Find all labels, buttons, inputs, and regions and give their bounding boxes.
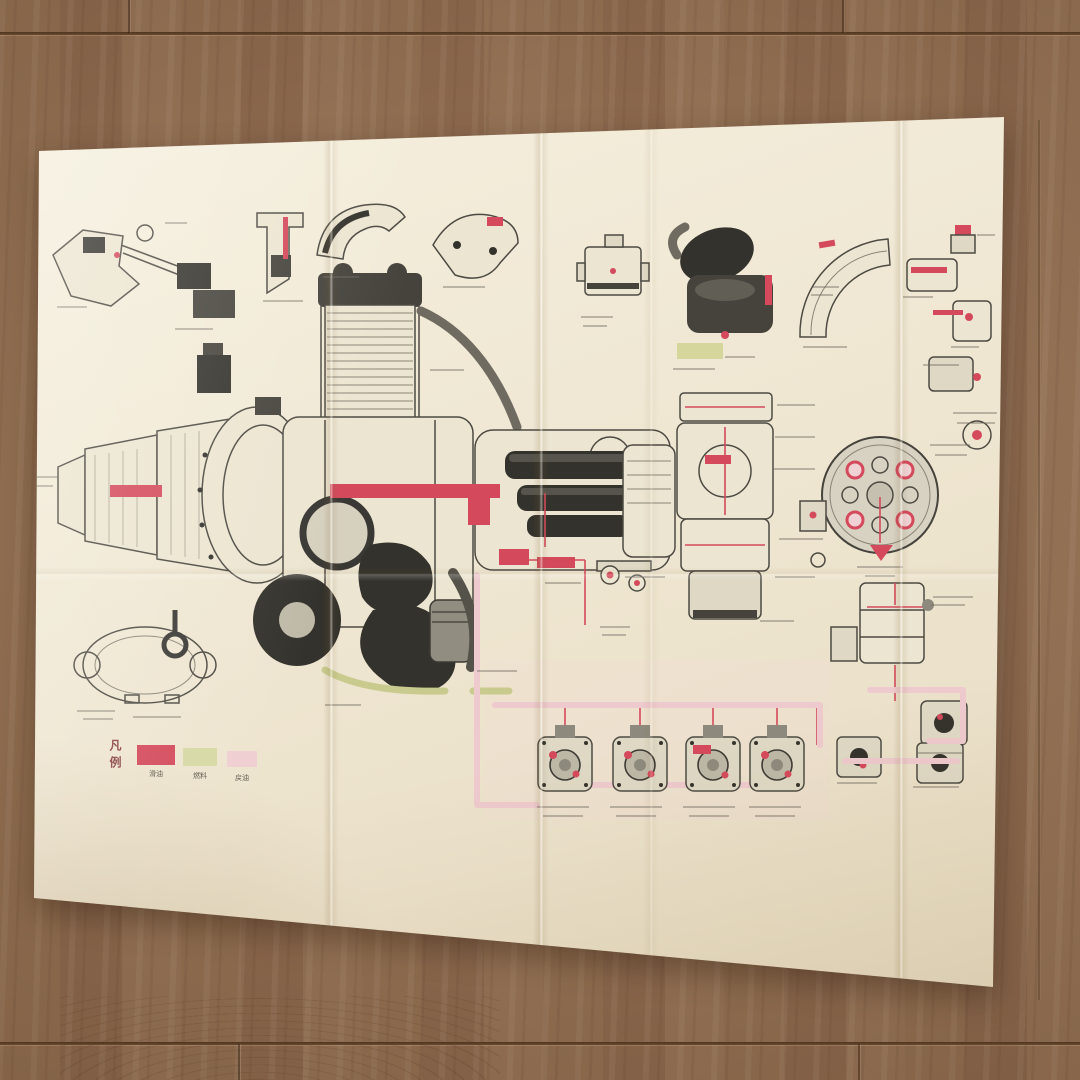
plank-joint xyxy=(1038,120,1040,1000)
legend-label-return-oil: 戻油 xyxy=(235,775,249,782)
legend-swatch-return-oil xyxy=(227,751,257,767)
clutch-disc-detail xyxy=(799,436,939,568)
plank-joint xyxy=(128,0,130,33)
paper-surface: 凡例 滑油 燃料 戻油 xyxy=(34,117,1004,987)
oil-pump-unit xyxy=(537,725,593,792)
plank-joint xyxy=(842,0,844,33)
crankcase-section xyxy=(253,416,513,695)
legend-swatches xyxy=(137,745,257,767)
legend-label-fuel: 燃料 xyxy=(193,773,207,780)
fitting-details-top-right xyxy=(906,225,992,450)
gear-train-column xyxy=(676,392,774,620)
bracket-detail xyxy=(256,212,304,295)
plank-joint xyxy=(238,1044,240,1080)
intake-elbow-detail xyxy=(316,203,406,260)
cylinder-section xyxy=(314,263,522,438)
carburetor-flange-detail xyxy=(576,234,650,296)
wood-grain-knot xyxy=(60,996,500,1080)
oil-pump-unit xyxy=(749,725,805,792)
oil-filter-stack xyxy=(830,582,968,784)
supercharger-section xyxy=(474,429,676,571)
caption-marks xyxy=(35,222,997,817)
folded-diagram-sheet: 凡例 滑油 燃料 戻油 xyxy=(25,105,1015,995)
table-seam-bottom xyxy=(0,1042,1080,1045)
supercharger-top-detail xyxy=(668,222,773,359)
legend-title: 凡例 xyxy=(108,739,122,773)
pump-row xyxy=(537,725,805,792)
engine-diagram-artwork xyxy=(35,203,997,820)
legend-label-oil: 滑油 xyxy=(149,771,163,778)
legend-swatch-oil xyxy=(137,745,175,765)
oil-pump-unit xyxy=(685,725,741,792)
rocker-arm-detail xyxy=(432,213,519,279)
legend-swatch-fuel xyxy=(183,748,217,766)
plank-joint xyxy=(858,1044,860,1080)
mount-bracket-detail xyxy=(52,224,235,318)
oil-pump-unit xyxy=(612,725,668,792)
engine-mount-ring-detail xyxy=(73,610,217,704)
table-seam-top xyxy=(0,32,1080,35)
mid-valve-parts xyxy=(596,560,652,592)
air-duct-detail xyxy=(799,238,891,338)
